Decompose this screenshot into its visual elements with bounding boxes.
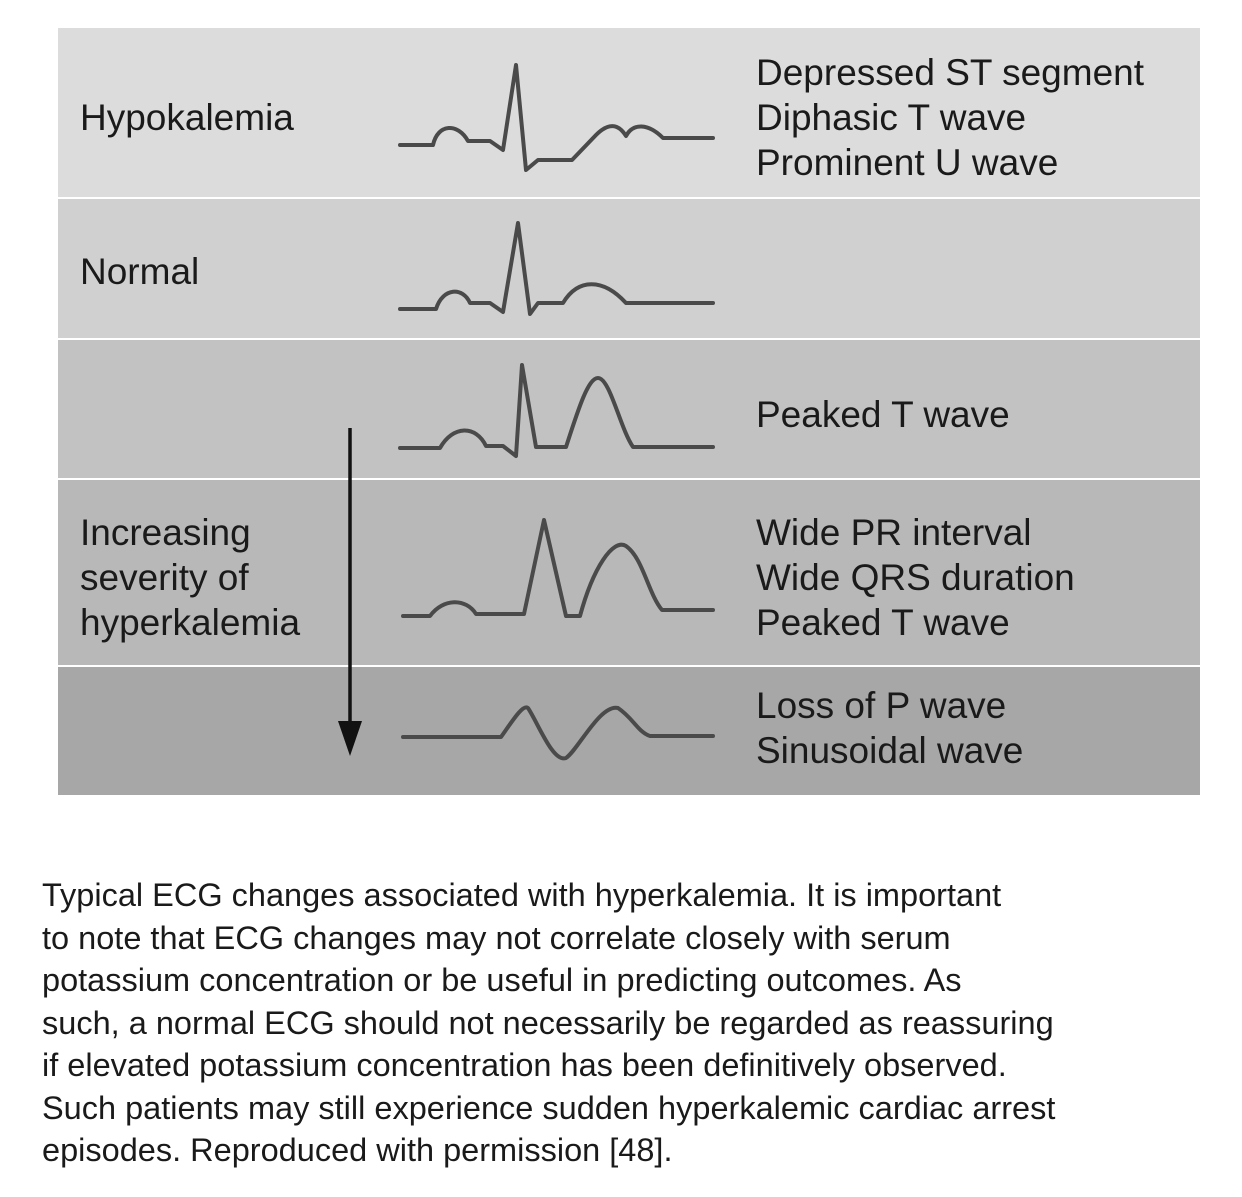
row-label-normal: Normal [80,251,200,292]
notes-hypokalemia: Depressed ST segment Diphasic T wave Pro… [756,50,1144,185]
figure-caption: Typical ECG changes associated with hype… [42,874,1217,1172]
ecg-trace-normal [398,221,715,316]
ecg-trace-hypokalemia [398,63,715,172]
row-label-increasing-severity: Increasing severity of hyperkalemia [80,512,301,643]
caption-line: Such patients may still experience sudde… [42,1089,1056,1126]
caption-line: if elevated potassium concentration has … [42,1047,1007,1083]
band-normal: Normal [58,199,1200,338]
caption-line: Typical ECG changes associated with hype… [42,877,1002,913]
note-sinusoidal: Sinusoidal wave [756,730,1024,771]
ecg-traces [338,63,715,761]
ecg-trace-peaked-t [398,363,715,458]
note-peaked-t: Peaked T wave [756,394,1010,435]
ecg-trace-wide-qrs [401,518,715,618]
notes-mild-hyperkalemia: Peaked T wave [756,392,1010,437]
caption-line: to note that ECG changes may not correla… [42,919,951,956]
band-severe-hyperkalemia: Loss of P wave Sinusoidal wave [58,667,1200,795]
note-peaked-t-2: Peaked T wave [756,602,1010,643]
band-hypokalemia: Hypokalemia Depressed ST segment Diphasi… [58,28,1200,197]
caption-line: potassium concentration or be useful in … [42,962,962,998]
band-mild-hyperkalemia: Peaked T wave [58,340,1200,478]
band-moderate-hyperkalemia: Increasing severity of hyperkalemia Wide… [58,480,1200,665]
note-diphasic-t: Diphasic T wave [756,97,1027,138]
severity-arrow-head [338,721,362,756]
note-prominent-u: Prominent U wave [756,142,1059,183]
note-depressed-st: Depressed ST segment [756,52,1145,93]
note-loss-p: Loss of P wave [756,685,1007,726]
row-label-hypokalemia: Hypokalemia [80,97,294,138]
caption-line: episodes. Reproduced with permission [48… [42,1132,673,1168]
ecg-trace-sinusoidal [401,705,715,761]
note-wide-qrs: Wide QRS duration [756,557,1075,598]
notes-severe-hyperkalemia: Loss of P wave Sinusoidal wave [756,683,1023,773]
caption-line: such, a normal ECG should not necessaril… [42,1004,1054,1041]
ecg-figure: Hypokalemia Depressed ST segment Diphasi… [58,28,1200,795]
notes-moderate-hyperkalemia: Wide PR interval Wide QRS duration Peake… [756,510,1075,645]
note-wide-pr: Wide PR interval [756,512,1032,553]
